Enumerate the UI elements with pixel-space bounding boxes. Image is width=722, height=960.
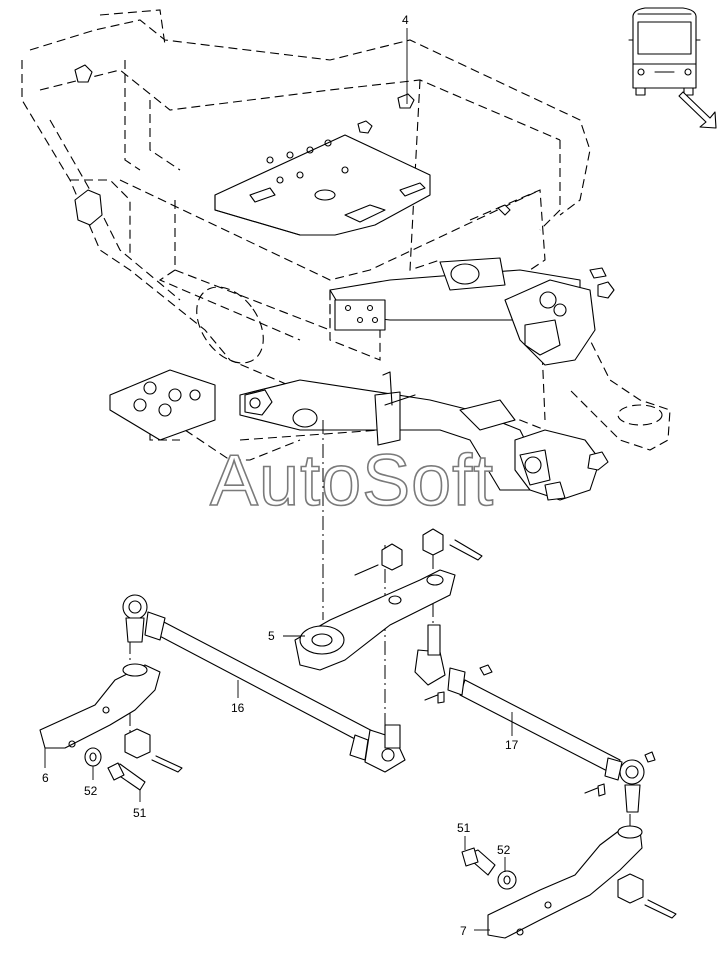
callout-51-right: 51 [457, 821, 471, 835]
callout-4: 4 [402, 13, 409, 27]
pitman-arm [294, 528, 483, 671]
callout-52-left: 52 [84, 784, 98, 798]
left-steering-arm [39, 663, 183, 791]
callout-51-left: 51 [133, 806, 147, 820]
right-steering-arm [461, 825, 677, 939]
steering-mount-plate [214, 134, 431, 236]
watermark-text: AutoSoft [210, 441, 494, 521]
drag-link [122, 594, 406, 773]
callout-6: 6 [42, 771, 49, 785]
chassis-frame [21, 9, 671, 461]
callout-17: 17 [505, 738, 519, 752]
tie-rod [414, 624, 656, 813]
right-steering-knuckle [504, 267, 615, 366]
callout-5: 5 [268, 629, 275, 643]
pitman-mount-nuts [74, 64, 511, 226]
callout-16: 16 [231, 701, 245, 715]
callout-leaders [44, 28, 513, 931]
view-direction-arrow-icon [678, 91, 717, 129]
bus-front-icon [628, 7, 701, 96]
callout-7: 7 [460, 924, 467, 938]
callout-labels: 4 5 16 17 6 52 51 51 52 7 [42, 13, 519, 938]
callout-52-right: 52 [497, 843, 511, 857]
left-steering-knuckle [514, 429, 609, 501]
